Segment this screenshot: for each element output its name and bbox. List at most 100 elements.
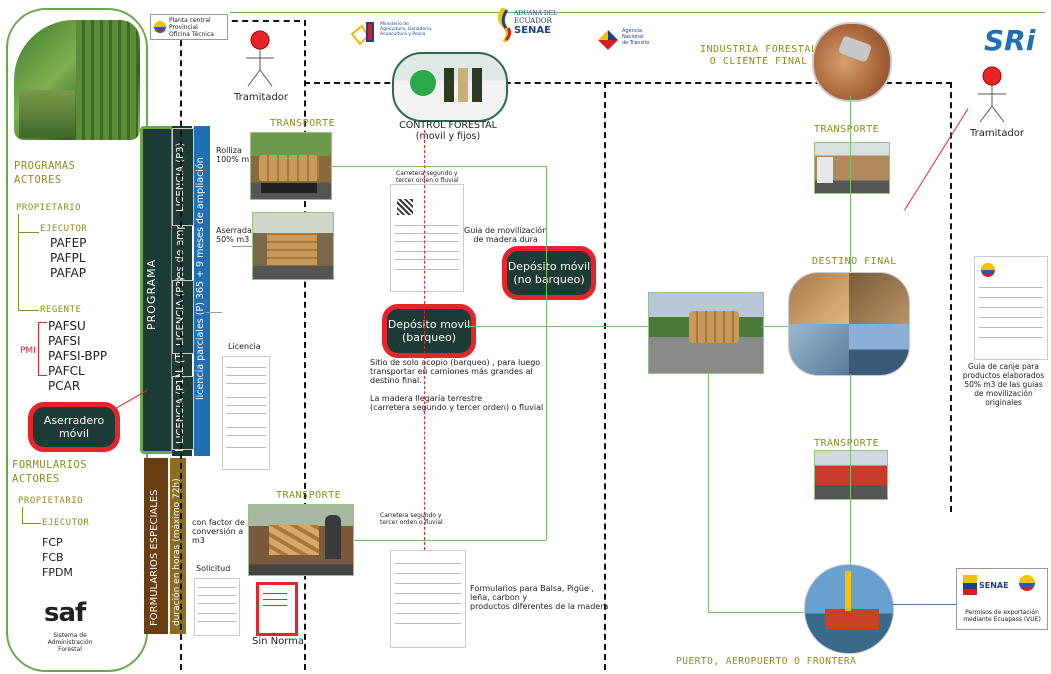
dashed-right: [950, 82, 952, 512]
transporte-right-2-label: TRANSPORTE: [814, 438, 880, 449]
sitio-acopio-text: Sitio de solo acopio (barqueo) , para lu…: [370, 358, 541, 385]
deposito-no-barqueo-node: Depósito móvil(no barqueo): [502, 246, 596, 300]
madera-llegaria-text: La madera llegaría terrestre(carretera s…: [370, 394, 544, 412]
dashed-left: [180, 20, 182, 670]
p3-box: [172, 128, 194, 226]
licencia-parciales-text: licencia parciales (P) 365 + 9 meses de …: [195, 157, 206, 400]
destino-final-label: DESTINO FINAL: [812, 256, 897, 267]
regente-label: REGENTE: [40, 305, 82, 315]
dashed-top: [180, 20, 300, 22]
guia-canje-document: [974, 256, 1048, 360]
tramitador-red-line: [904, 108, 969, 211]
licencia-label: Licencia: [228, 342, 261, 351]
flow-center-to-puerto: [708, 612, 804, 613]
regente-connector: [18, 232, 39, 311]
p2-box: [172, 280, 194, 354]
truck-logs-photo-1: [250, 132, 332, 200]
solicitud-label: Solicitud: [196, 564, 231, 573]
ejecutor-label: EJECUTOR: [40, 224, 88, 234]
solicitud-document: [194, 578, 240, 636]
formularios-para-text: Formularios para Balsa, Pigüe ,leña, car…: [470, 584, 609, 611]
control-forestal-label: CONTROL FORESTAL(movil y fijos): [399, 120, 497, 142]
ejecutor2-label: EJECUTOR: [42, 518, 90, 528]
propietario2-label: PROPIETARIO: [18, 496, 84, 506]
programa-bar-text: PROGRAMA: [145, 258, 158, 330]
truck-logs-photo-2: [252, 212, 334, 280]
flow-line-bottom: [352, 540, 546, 541]
aduana-flag-icon: [498, 8, 512, 42]
sri-logo: SRi: [984, 24, 1036, 57]
tramitador-left-label: Tramitador: [234, 92, 289, 103]
ministerio-emblem-icon: [350, 22, 374, 46]
aduana-logo: ADUANA DEL ECUADOR SENAE: [496, 6, 564, 46]
puerto-label: PUERTO, AEROPUERTO O FRONTERA: [676, 656, 857, 667]
pmi-bracket: [38, 322, 47, 376]
top-border-line: [230, 12, 1045, 13]
propietario-label: PROPIETARIO: [16, 203, 82, 213]
deposito-barqueo-node: Depósito movil(barqueo): [382, 304, 476, 358]
formularios-especiales-bar: [144, 458, 168, 634]
puerto-photo: [804, 564, 894, 654]
duracion-bar: [170, 458, 186, 634]
puerto-to-permisos-line: [892, 604, 956, 605]
forest-photo: [14, 20, 140, 140]
p1-box: [172, 376, 194, 450]
propietario2-connector: [22, 507, 41, 524]
saf-logo: saf: [44, 598, 86, 628]
flow-line-top: [330, 166, 546, 167]
destino-final-collage: [788, 272, 910, 376]
transporte-top-label: TRANSPORTE: [270, 118, 336, 129]
flow-center-down: [708, 372, 709, 612]
sin-norma-document: [256, 582, 298, 636]
truck-right-1-photo: [814, 142, 890, 194]
agencia-emblem-icon: [598, 30, 618, 50]
industria-photo: [812, 22, 892, 102]
truck-center-photo: [648, 292, 764, 374]
tramitador-right-label: Tramitador: [970, 128, 1025, 139]
flow-line-mid: [466, 326, 648, 327]
flow-right-v1: [850, 96, 851, 272]
licencia-parciales-bar: [194, 126, 210, 456]
transporte-bottom-label: TRANSPORTE: [276, 490, 342, 501]
flow-line-right-v: [546, 166, 547, 540]
tramitador-left-icon: [246, 30, 274, 87]
tramitador-right-icon: [978, 66, 1006, 123]
red-dashed-connector: [424, 130, 425, 550]
permisos-senae-text: SENAE: [979, 581, 1009, 590]
wood-cart-photo: [248, 504, 354, 576]
propietario-connector: [18, 214, 39, 233]
flow-center-to-destino: [762, 326, 788, 327]
transporte-right-1-label: TRANSPORTE: [814, 124, 880, 135]
aserrada-connector: [232, 246, 252, 247]
licencia-connector: [206, 312, 222, 313]
pmi-label: PMI: [20, 346, 36, 356]
flow-right-v2: [850, 374, 851, 564]
truck-right-2-photo: [814, 450, 888, 500]
control-forestal-photo: [392, 52, 508, 122]
formularios-document: [390, 550, 466, 648]
sin-norma-label: Sin Norma: [252, 636, 305, 647]
dashed-top2: [304, 82, 952, 84]
dashed-center: [604, 82, 606, 670]
guia-movilizacion-document: [390, 184, 464, 292]
licencia-document: [222, 356, 270, 470]
